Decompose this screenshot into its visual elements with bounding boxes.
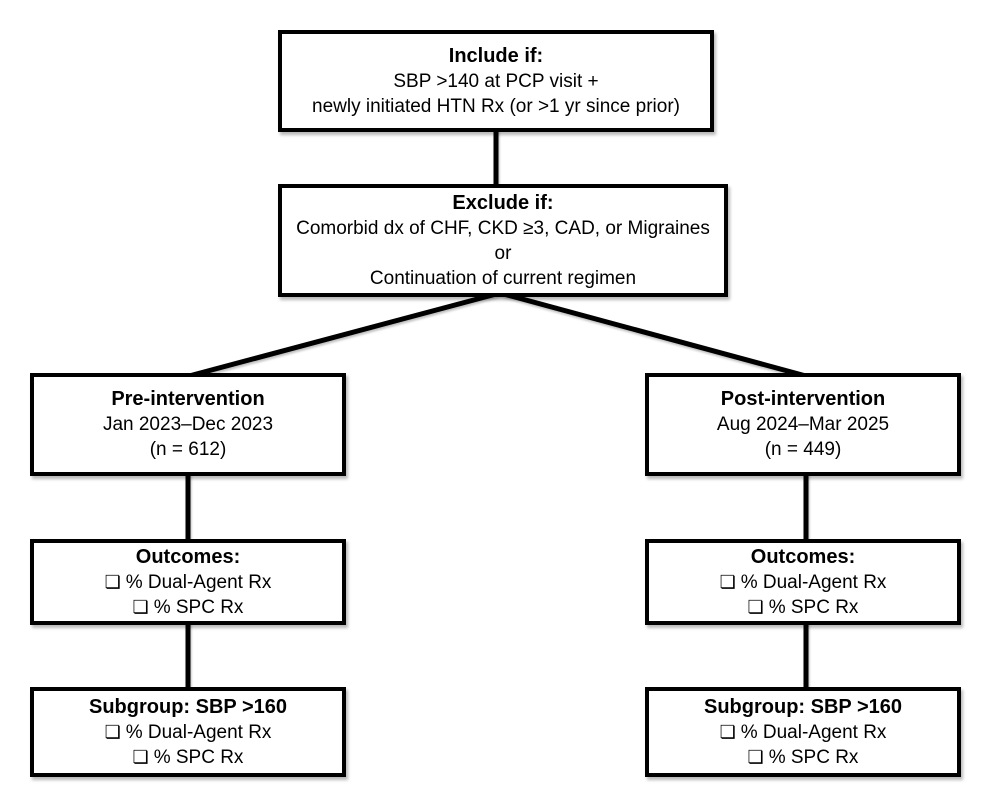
outcome-item: ❏ % Dual-Agent Rx [105,570,272,595]
exclude-line-1: Comorbid dx of CHF, CKD ≥3, CAD, or Migr… [296,217,710,239]
exclude-criteria-box: Exclude if: Comorbid dx of CHF, CKD ≥3, … [278,184,728,297]
include-criteria-box: Include if: SBP >140 at PCP visit + newl… [278,30,714,132]
subgroup-pre-title: Subgroup: SBP >160 [88,695,287,718]
exclude-line-2: or [494,242,512,264]
checkbox-icon: ❏ [719,571,736,592]
exclude-title: Exclude if: [452,191,554,214]
checkbox-icon: ❏ [104,571,121,592]
outcome-item: ❏ % SPC Rx [748,595,859,620]
outcomes-post-box: Outcomes: ❏ % Dual-Agent Rx ❏ % SPC Rx [645,539,961,625]
outcome-item-label: % SPC Rx [153,596,244,618]
exclude-line-3: Continuation of current regimen [369,267,637,289]
include-line-1: SBP >140 at PCP visit + [393,70,599,92]
pre-intervention-period: Jan 2023–Dec 2023 [102,414,274,435]
subgroup-item-label: % SPC Rx [768,746,859,768]
outcome-item-label: % SPC Rx [768,596,859,618]
post-intervention-n: (n = 449) [764,439,842,460]
include-title: Include if: [448,44,544,67]
checkbox-icon: ❏ [132,596,149,617]
outcomes-pre-box: Outcomes: ❏ % Dual-Agent Rx ❏ % SPC Rx [30,539,346,625]
outcomes-post-title: Outcomes: [750,545,856,568]
outcomes-pre-title: Outcomes: [135,545,241,568]
subgroup-post-box: Subgroup: SBP >160 ❏ % Dual-Agent Rx ❏ %… [645,687,961,777]
outcome-item-label: % Dual-Agent Rx [740,571,887,593]
subgroup-item-label: % Dual-Agent Rx [740,721,887,743]
checkbox-icon: ❏ [747,596,764,617]
checkbox-icon: ❏ [719,721,736,742]
subgroup-pre-box: Subgroup: SBP >160 ❏ % Dual-Agent Rx ❏ %… [30,687,346,777]
pre-intervention-title: Pre-intervention [111,388,265,410]
subgroup-item: ❏ % Dual-Agent Rx [105,720,272,745]
outcome-item-label: % Dual-Agent Rx [125,571,272,593]
checkbox-icon: ❏ [132,746,149,767]
subgroup-item-label: % Dual-Agent Rx [125,721,272,743]
post-intervention-box: Post-intervention Aug 2024–Mar 2025 (n =… [645,373,961,476]
subgroup-item: ❏ % Dual-Agent Rx [720,720,887,745]
outcome-item: ❏ % SPC Rx [133,595,244,620]
include-line-2: newly initiated HTN Rx (or >1 yr since p… [312,95,680,117]
outcome-item: ❏ % Dual-Agent Rx [720,570,887,595]
subgroup-item: ❏ % SPC Rx [133,745,244,770]
post-intervention-title: Post-intervention [720,388,886,410]
pre-intervention-n: (n = 612) [149,439,227,460]
checkbox-icon: ❏ [104,721,121,742]
subgroup-post-title: Subgroup: SBP >160 [703,695,902,718]
subgroup-item-label: % SPC Rx [153,746,244,768]
post-intervention-period: Aug 2024–Mar 2025 [716,414,890,435]
pre-intervention-box: Pre-intervention Jan 2023–Dec 2023 (n = … [30,373,346,476]
checkbox-icon: ❏ [747,746,764,767]
subgroup-item: ❏ % SPC Rx [748,745,859,770]
